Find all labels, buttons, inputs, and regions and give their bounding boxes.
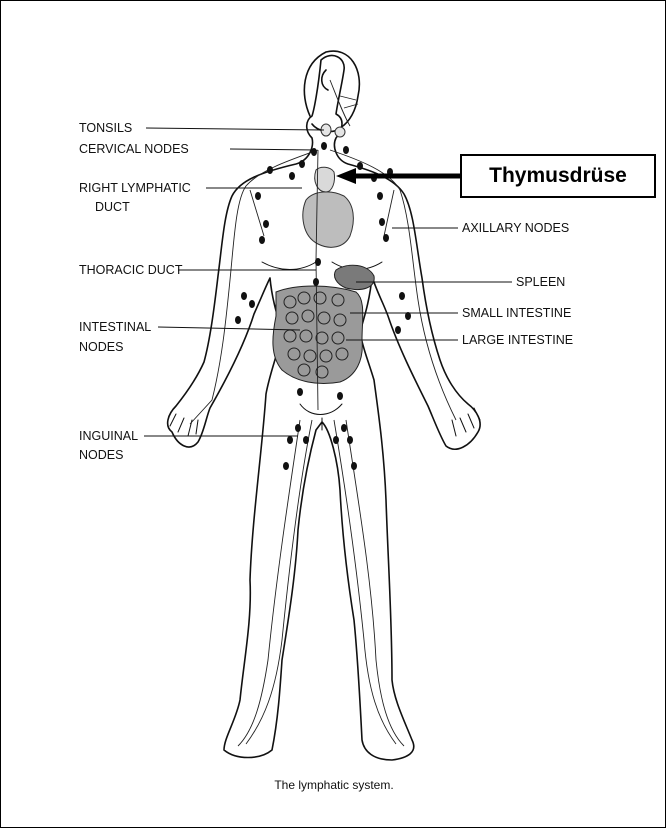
label-small-intestine: SMALL INTESTINE: [462, 306, 571, 321]
thymus-arrow: [336, 168, 462, 184]
label-right-lymphatic-duct: RIGHT LYMPHATIC: [79, 181, 191, 196]
heart-shape: [303, 192, 353, 247]
label-right-lymphatic-duct-line2: DUCT: [95, 200, 130, 215]
thymus-callout-box: Thymusdrüse: [460, 154, 656, 198]
spleen-shape: [334, 265, 374, 289]
label-spleen: SPLEEN: [516, 275, 565, 290]
label-thoracic-duct: THORACIC DUCT: [79, 263, 182, 278]
figure-caption: The lymphatic system.: [0, 778, 668, 792]
label-cervical-nodes: CERVICAL NODES: [79, 142, 189, 157]
thymus-callout-text: Thymusdrüse: [489, 164, 627, 188]
head-outline: [304, 51, 359, 131]
label-inguinal-nodes: INGUINAL: [79, 429, 138, 444]
label-tonsils: TONSILS: [79, 121, 132, 136]
label-large-intestine: LARGE INTESTINE: [462, 333, 573, 348]
label-inguinal-nodes-line2: NODES: [79, 448, 123, 463]
label-axillary-nodes: AXILLARY NODES: [462, 221, 569, 236]
label-intestinal-nodes-line2: NODES: [79, 340, 123, 355]
label-intestinal-nodes: INTESTINAL: [79, 320, 151, 335]
body-outline: [168, 55, 480, 760]
